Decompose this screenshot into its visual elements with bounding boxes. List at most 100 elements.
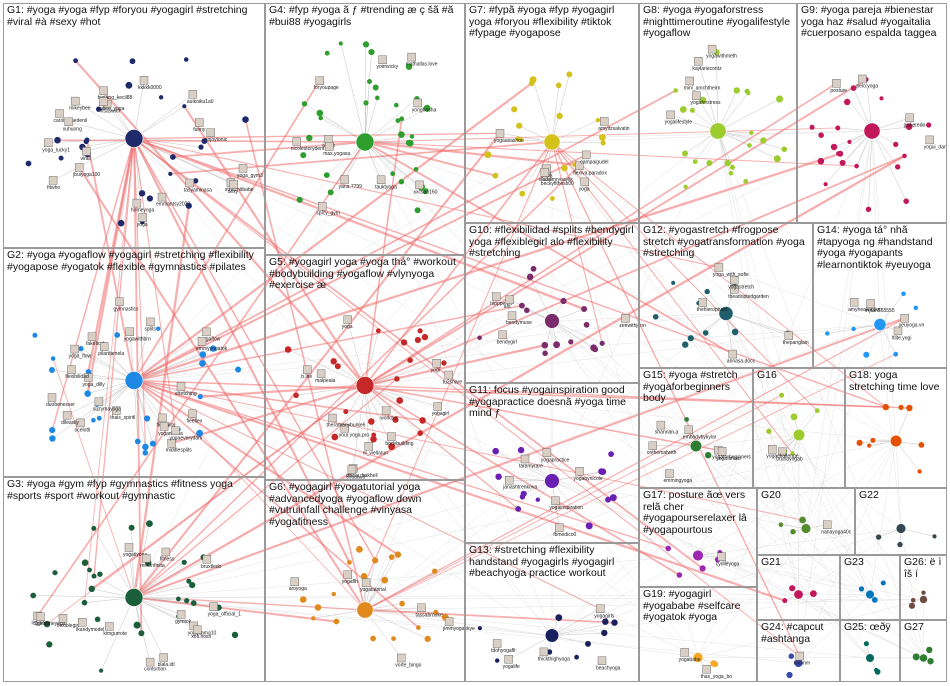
graph-node[interactable] [128,524,135,531]
account-thumbnail[interactable] [161,547,171,557]
graph-node[interactable] [608,451,614,457]
hub-node[interactable] [873,318,887,331]
graph-node[interactable] [484,151,492,159]
graph-node[interactable] [679,106,687,113]
account-thumbnail[interactable] [141,554,151,563]
graph-node[interactable] [706,160,713,166]
graph-node[interactable] [917,469,922,474]
graph-node[interactable] [413,167,419,172]
account-thumbnail[interactable] [325,142,334,151]
graph-node[interactable] [421,333,429,341]
graph-node[interactable] [49,367,55,373]
account-thumbnail[interactable] [407,52,416,62]
graph-node[interactable] [601,629,608,637]
graph-node[interactable] [97,571,103,577]
graph-node[interactable] [30,592,37,599]
account-thumbnail[interactable] [318,201,327,211]
account-thumbnail[interactable] [730,275,739,285]
graph-node[interactable] [323,172,330,179]
account-thumbnail[interactable] [125,327,135,336]
graph-node[interactable] [665,545,671,552]
account-thumbnail[interactable] [55,109,64,118]
account-thumbnail[interactable] [48,176,58,185]
graph-node[interactable] [918,442,925,448]
graph-node[interactable] [854,163,859,169]
graph-node[interactable] [676,572,683,578]
graph-node[interactable] [555,614,563,621]
graph-node[interactable] [168,171,173,176]
graph-node[interactable] [414,336,421,344]
graph-node[interactable] [682,150,688,157]
account-thumbnail[interactable] [666,110,675,120]
graph-node[interactable] [495,473,502,480]
graph-node[interactable] [129,58,136,65]
graph-node[interactable] [183,57,189,62]
graph-node[interactable] [196,429,204,437]
account-thumbnail[interactable] [315,76,324,85]
graph-node[interactable] [138,190,146,197]
graph-node[interactable] [893,351,899,357]
account-thumbnail[interactable] [146,317,155,327]
graph-node[interactable] [728,170,734,176]
account-thumbnail[interactable] [340,424,349,433]
hub-node[interactable] [792,428,806,442]
graph-node[interactable] [324,50,330,56]
account-thumbnail[interactable] [444,617,454,626]
account-thumbnail[interactable] [62,411,72,420]
graph-node[interactable] [432,568,438,574]
graph-node[interactable] [520,490,527,497]
graph-node[interactable] [362,41,370,48]
graph-node[interactable] [818,132,824,138]
graph-node[interactable] [146,520,153,527]
account-thumbnail[interactable] [67,365,76,374]
graph-node[interactable] [368,49,375,56]
account-thumbnail[interactable] [193,625,202,634]
account-thumbnail[interactable] [498,330,507,339]
graph-node[interactable] [671,280,676,285]
graph-node[interactable] [910,598,916,603]
graph-node[interactable] [347,560,352,565]
graph-node[interactable] [830,143,838,151]
graph-node[interactable] [583,321,590,328]
account-thumbnail[interactable] [717,447,727,456]
graph-node[interactable] [856,439,863,446]
graph-node[interactable] [689,107,695,113]
graph-node[interactable] [542,350,548,357]
hub-node[interactable] [692,549,704,562]
graph-node[interactable] [779,392,785,398]
account-thumbnail[interactable] [124,543,134,552]
graph-node[interactable] [58,155,64,161]
graph-node[interactable] [368,418,375,425]
account-thumbnail[interactable] [900,314,909,323]
graph-node[interactable] [52,570,58,576]
graph-node[interactable] [581,306,588,312]
account-thumbnail[interactable] [387,432,396,441]
hub-node[interactable] [793,589,804,600]
graph-node[interactable] [407,357,413,364]
graph-node[interactable] [306,134,313,142]
graph-node[interactable] [810,590,817,597]
graph-node[interactable] [318,115,324,121]
account-thumbnail[interactable] [580,177,589,187]
account-thumbnail[interactable] [70,96,80,106]
account-thumbnail[interactable] [343,315,352,324]
graph-node[interactable] [398,131,405,138]
graph-node[interactable] [392,416,399,423]
account-thumbnail[interactable] [171,426,180,435]
graph-node[interactable] [423,104,431,112]
hub-node[interactable] [718,306,734,321]
hub-node[interactable] [124,129,144,148]
account-thumbnail[interactable] [397,653,406,663]
account-thumbnail[interactable] [685,76,694,86]
graph-node[interactable] [921,590,926,595]
graph-node[interactable] [561,164,568,172]
account-thumbnail[interactable] [893,326,903,336]
account-thumbnail[interactable] [575,161,584,171]
graph-node[interactable] [176,596,181,602]
graph-node[interactable] [417,430,424,437]
hub-node[interactable] [889,434,903,448]
account-thumbnail[interactable] [768,445,777,454]
graph-node[interactable] [334,363,341,370]
account-thumbnail[interactable] [714,263,724,272]
graph-node[interactable] [516,122,523,129]
